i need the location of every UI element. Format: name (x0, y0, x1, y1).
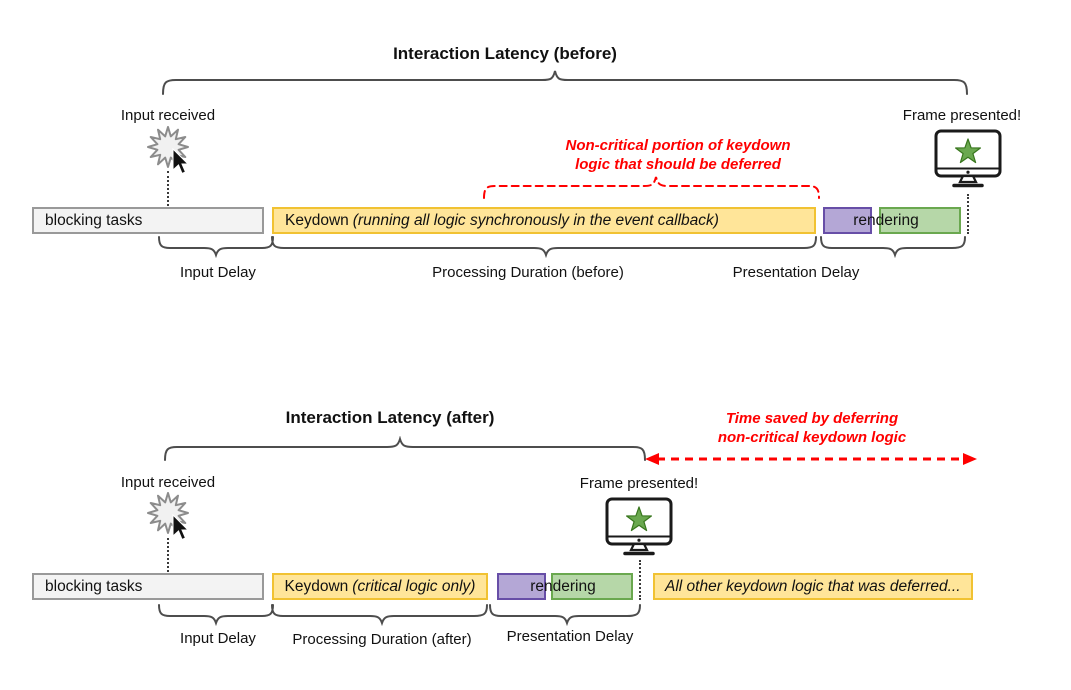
after-annotation-line1: Time saved by deferring (725, 410, 899, 427)
before-rendering-purple-bar (823, 207, 872, 234)
after-rendering-purple-bar (497, 573, 546, 600)
after-processing-label: Processing Duration (after) (292, 631, 472, 648)
before-monitor-icon (934, 129, 1002, 188)
after-input-delay-brace (158, 604, 274, 626)
after-deferred-bar: All other keydown logic that was deferre… (653, 573, 973, 600)
after-monitor-icon (605, 497, 673, 556)
before-input-connector-line (167, 171, 169, 234)
star-icon (955, 138, 982, 164)
after-frame-connector-line (639, 560, 641, 600)
before-blocking-tasks-bar: blocking tasks (32, 207, 264, 234)
star-icon (626, 506, 653, 532)
before-presentation-label: Presentation Delay (732, 264, 860, 281)
after-blocking-tasks-bar: blocking tasks (32, 573, 264, 600)
before-processing-label: Processing Duration (before) (432, 264, 624, 281)
before-keydown-bar: Keydown (running all logic synchronously… (272, 207, 816, 234)
before-frame-presented-label: Frame presented! (902, 107, 1022, 124)
after-input-connector-line (167, 538, 169, 600)
after-presentation-label: Presentation Delay (506, 628, 634, 645)
before-processing-brace (271, 236, 817, 258)
cursor-icon (172, 513, 190, 541)
before-rendering-green-bar (879, 207, 961, 234)
after-input-delay-label: Input Delay (180, 630, 256, 647)
before-input-received-label: Input received (120, 107, 216, 124)
after-frame-presented-label: Frame presented! (579, 475, 699, 492)
after-annotation-line2: non-critical keydown logic (717, 429, 907, 446)
after-keydown-bar: Keydown (critical logic only) (272, 573, 488, 600)
cursor-icon (172, 147, 190, 175)
before-latency-brace (162, 70, 968, 95)
after-presentation-brace (489, 604, 641, 626)
after-processing-brace (271, 604, 488, 626)
after-latency-brace (164, 436, 646, 461)
before-annotation-brace (483, 176, 820, 199)
after-title: Interaction Latency (after) (285, 408, 495, 427)
before-input-marker (147, 126, 190, 175)
after-input-received-label: Input received (120, 474, 216, 491)
before-input-delay-label: Input Delay (180, 264, 256, 281)
after-rendering-green-bar (551, 573, 633, 600)
after-input-marker (147, 492, 190, 541)
before-annotation-line1: Non-critical portion of keydown (565, 137, 791, 154)
after-rendering-label: rendering (530, 577, 596, 595)
before-title: Interaction Latency (before) (393, 44, 617, 63)
before-annotation-line2: logic that should be deferred (575, 156, 781, 173)
before-rendering-label: rendering (853, 211, 919, 229)
time-saved-arrow (645, 453, 977, 465)
before-presentation-brace (820, 236, 966, 258)
before-input-delay-brace (158, 236, 274, 258)
before-frame-connector-line (967, 194, 969, 234)
